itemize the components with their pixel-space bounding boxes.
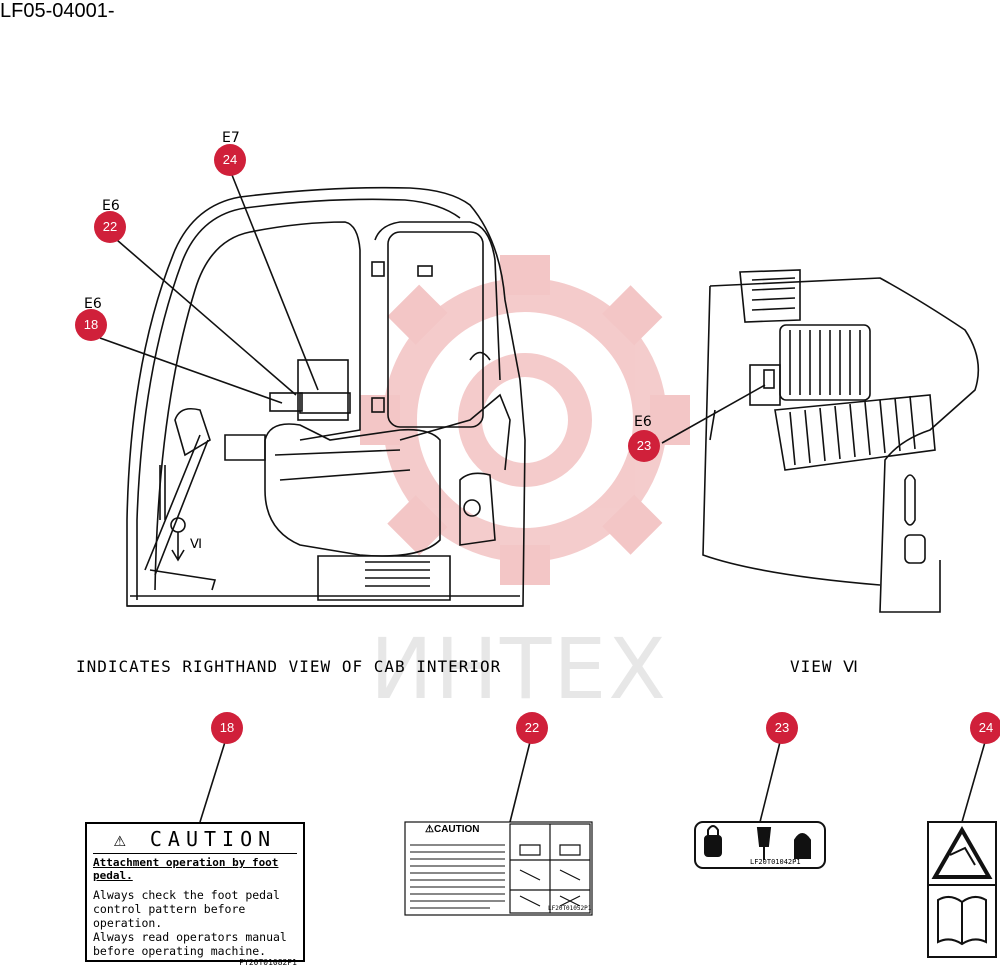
warning-triangle-icon: ⚠ (113, 827, 132, 851)
label-22-part-number: LF20T01052P1 (548, 905, 592, 912)
caution-header: ⚠ CAUTION (93, 824, 297, 854)
label-24-pictograms (927, 821, 997, 958)
caution-header-text: CAUTION (149, 827, 277, 851)
callout-18-diagram[interactable]: 18 (75, 309, 107, 341)
label-23-part-number: LF20T01042P1 (750, 858, 801, 866)
ref-hint-22: E6 (102, 198, 120, 214)
ref-hint-18: E6 (84, 296, 102, 312)
callout-18-label[interactable]: 18 (211, 712, 243, 744)
callout-22-diagram[interactable]: 22 (94, 211, 126, 243)
watermark-text: ИНТЕХ (370, 620, 668, 718)
caution-label-18: ⚠ CAUTION Attachment operation by foot p… (85, 822, 305, 967)
leader-lines (99, 174, 986, 823)
ref-hint-23: E6 (634, 414, 652, 430)
caution-line: operation. (93, 916, 163, 930)
cab-interior-drawing (126, 186, 526, 607)
label-23-pictograms (694, 821, 826, 869)
caution-line: before operating machine. (93, 944, 267, 958)
callout-22-label[interactable]: 22 (516, 712, 548, 744)
view-vi-caption: VIEW Ⅵ (790, 657, 859, 676)
label-22-header-text: CAUTION (433, 824, 480, 835)
ref-hint-24: E7 (222, 130, 240, 146)
label-22-text-lines (410, 844, 505, 909)
watermark-gear-icon (383, 278, 667, 562)
label-part-number: PY20T01082P1 (239, 958, 297, 967)
caution-line: Always check the foot pedal (93, 888, 280, 902)
warning-triangle-icon: ⚠ (425, 824, 434, 835)
callout-24-label[interactable]: 24 (970, 712, 1000, 744)
callout-23-label[interactable]: 23 (766, 712, 798, 744)
caution-line: control pattern before (93, 902, 246, 916)
cab-interior-caption: INDICATES RIGHTHAND VIEW OF CAB INTERIOR (76, 657, 502, 676)
watermark-gear-teeth (360, 255, 690, 585)
label-22-header: ⚠CAUTION (425, 824, 480, 835)
caution-subtitle: Attachment operation by foot pedal. (93, 856, 279, 882)
callout-23-diagram[interactable]: 23 (628, 430, 660, 462)
view-vi-drawing (702, 269, 980, 613)
document-id: LF05-04001- (0, 0, 115, 22)
caution-line: Always read operators manual (93, 930, 287, 944)
view-arrow (170, 517, 186, 562)
callout-24-diagram[interactable]: 24 (214, 144, 246, 176)
view-arrow-label: Ⅵ (190, 537, 203, 552)
label-22-pictograms (404, 821, 593, 916)
